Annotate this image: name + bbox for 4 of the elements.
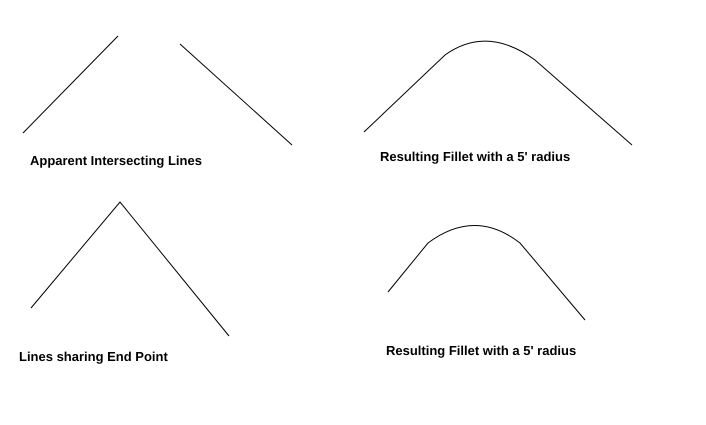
caption: Lines sharing End Point bbox=[19, 349, 168, 364]
caption: Apparent Intersecting Lines bbox=[30, 153, 202, 168]
caption: Resulting Fillet with a 5' radius bbox=[386, 343, 576, 358]
caption: Resulting Fillet with a 5' radius bbox=[380, 149, 570, 164]
